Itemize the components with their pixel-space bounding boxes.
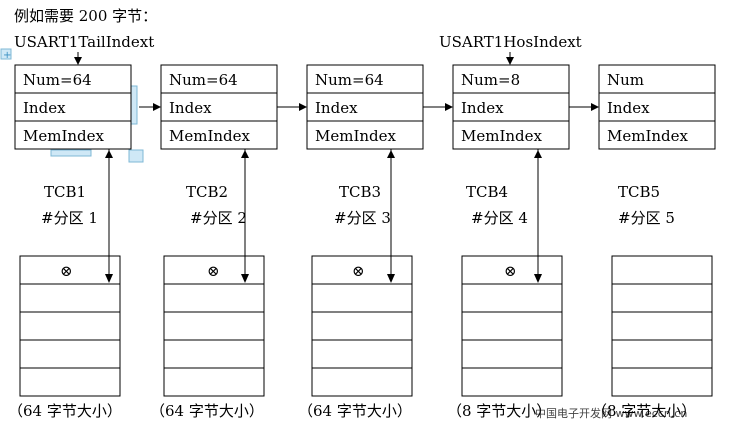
tcb-box — [14, 64, 132, 150]
tcb-name: TCB3 — [339, 183, 381, 201]
memory-block — [163, 255, 265, 397]
tcb-name: TCB2 — [186, 183, 228, 201]
memory-size-caption: （64 字节大小） — [150, 402, 264, 420]
diagram-title: 例如需要 200 字节： — [14, 7, 157, 25]
tcb-num-field: Num — [607, 71, 644, 89]
watermark-text: 中国电子开发网 www.eccn.cn — [535, 406, 687, 420]
memory-start-marker-icon: ⊗ — [504, 262, 517, 280]
tcb-index-field: Index — [461, 99, 504, 117]
tcb-index-field: Index — [23, 99, 66, 117]
memory-size-caption: （64 字节大小） — [298, 402, 412, 420]
memory-size-caption: （64 字节大小） — [8, 402, 122, 420]
tcb-index-field: Index — [315, 99, 358, 117]
memory-size-caption: （8 字节大小） — [447, 402, 551, 420]
memindex-arrowhead-icon — [105, 150, 113, 158]
tcb-memindex-field: MemIndex — [169, 127, 251, 145]
handle-bottom-icon[interactable] — [50, 149, 92, 157]
head-pointer-label: USART1HosIndext — [439, 33, 582, 51]
memory-start-marker-icon: ⊗ — [60, 262, 73, 280]
memory-arrowhead-icon — [387, 274, 395, 283]
memindex-arrowhead-icon — [534, 150, 542, 158]
tcb-partition-label: #分区 1 — [41, 209, 98, 227]
tcb-num-field: Num=64 — [315, 71, 384, 89]
tcb-num-field: Num=64 — [169, 71, 238, 89]
tcb-num-field: Num=64 — [23, 71, 92, 89]
memory-block — [311, 255, 413, 397]
tcb-name: TCB4 — [466, 183, 508, 201]
handle-topleft-icon[interactable] — [0, 48, 12, 60]
tcb-partition-label: #分区 2 — [190, 209, 247, 227]
tail-pointer-label: USART1TailIndext — [14, 33, 154, 51]
tcb-partition-label: #分区 4 — [471, 209, 528, 227]
tcb-box — [598, 64, 716, 150]
memory-arrowhead-icon — [105, 274, 113, 283]
tcb-memindex-field: MemIndex — [607, 127, 689, 145]
tcb-memindex-field: MemIndex — [23, 127, 105, 145]
tcb-partition-label: #分区 5 — [618, 209, 675, 227]
memory-block — [19, 255, 121, 397]
tcb-num-field: Num=8 — [461, 71, 520, 89]
tcb-name: TCB5 — [618, 183, 660, 201]
memory-block — [611, 255, 713, 397]
memindex-arrowhead-icon — [387, 150, 395, 158]
tcb-box — [452, 64, 570, 150]
memory-arrowhead-icon — [534, 274, 542, 283]
memory-size-caption: （8 字节大小） — [592, 402, 696, 420]
memory-start-marker-icon: ⊗ — [207, 262, 220, 280]
tcb-box — [160, 64, 278, 150]
handle-corner-icon[interactable] — [128, 149, 144, 163]
tcb-index-field: Index — [169, 99, 212, 117]
tcb-index-field: Index — [607, 99, 650, 117]
tcb-name: TCB1 — [44, 183, 86, 201]
memory-block — [461, 255, 563, 397]
memory-arrowhead-icon — [241, 274, 249, 283]
tcb-memindex-field: MemIndex — [461, 127, 543, 145]
tcb-box — [306, 64, 424, 150]
tcb-memindex-field: MemIndex — [315, 127, 397, 145]
tcb-partition-label: #分区 3 — [334, 209, 391, 227]
memory-start-marker-icon: ⊗ — [352, 262, 365, 280]
svg-text:+: + — [3, 50, 11, 61]
memindex-arrowhead-icon — [241, 150, 249, 158]
